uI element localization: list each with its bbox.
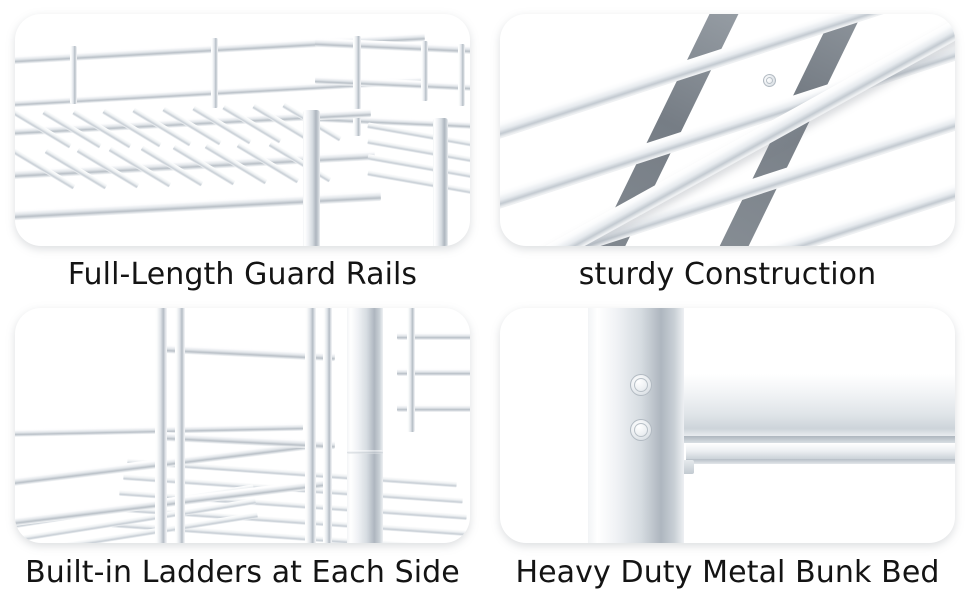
feature-image-guard-rails <box>15 14 470 246</box>
feature-cell-guard-rails: Full-Length Guard Rails <box>0 0 485 300</box>
feature-image-built-in-ladders <box>15 308 470 543</box>
post-and-rail-closeup-illustration <box>500 308 955 543</box>
feature-cell-heavy-duty: Heavy Duty Metal Bunk Bed <box>485 300 970 600</box>
feature-caption-built-in-ladders: Built-in Ladders at Each Side <box>25 555 460 590</box>
support-slat-closeup-illustration <box>500 14 955 246</box>
feature-cell-built-in-ladders: Built-in Ladders at Each Side <box>0 300 485 600</box>
feature-cell-sturdy-construction: sturdy Construction <box>485 0 970 300</box>
feature-image-sturdy-construction <box>500 14 955 246</box>
feature-caption-sturdy-construction: sturdy Construction <box>578 257 877 292</box>
feature-caption-guard-rails: Full-Length Guard Rails <box>67 257 418 292</box>
feature-caption-heavy-duty: Heavy Duty Metal Bunk Bed <box>515 555 940 590</box>
ladder-closeup-illustration <box>15 308 470 543</box>
bunk-guard-rail-illustration <box>15 14 470 246</box>
feature-image-heavy-duty <box>500 308 955 543</box>
